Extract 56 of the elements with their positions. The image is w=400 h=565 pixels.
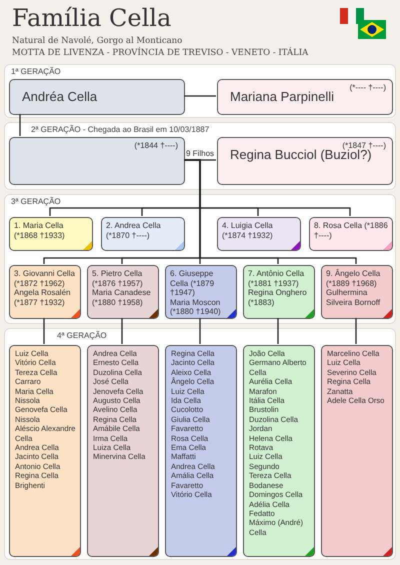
person-card [9,137,185,185]
generation-label: 1ª GERAÇÃO [11,67,61,76]
generation-label: 4ª GERAÇÃO [57,331,107,340]
person-card [87,265,159,319]
generation-label: 2ª GERAÇÃO - Chegada ao Brasil em 10/03/1887 [31,125,210,134]
generation-panel [4,194,396,324]
person-card [9,265,81,319]
subtitle-text: MOTTA DE LIVENZA - PROVÍNCIA DE TREVISO - VENETO - ITÁLIA [12,48,308,58]
generation-label: 3ª GERAÇÃO [11,197,61,206]
person-card [217,137,393,185]
dates-text: (*1844 †----) [134,141,178,150]
family-list-card [321,345,393,557]
title: Família Cella [12,4,172,32]
person-card [9,217,93,251]
family-list-card [243,345,315,557]
person-card [165,265,237,319]
person-text: 3. Giovanni Cella (*1872 †1962) [14,269,76,288]
person-card [101,217,185,251]
connector-line [355,318,357,344]
person-text: 4. Luigia Cella (*1874 †1932) [222,221,274,240]
connector-line [121,318,123,344]
person-card [217,79,393,115]
person-text: Maria Canadese (*1880 †1958) [92,288,152,307]
person-card [9,79,185,115]
person-text: 8. Rosa Cella (*1886 †----) [314,221,388,240]
person-text: Angela Rosalén (*1877 †1932) [14,288,72,307]
family-list-card [165,345,237,557]
connector-line [19,114,21,136]
connector-line [277,318,279,344]
name-text: Mariana Parpinelli [230,89,336,104]
name-text: Andréa Cella [22,89,98,104]
person-card [243,265,315,319]
person-text: 7. Antônio Cella (*1881 †1937) [248,269,306,288]
person-text: Gulhermina Silveira Bornoff [326,288,382,307]
person-text: 2. Andrea Cella (*1870 †----) [106,221,162,240]
subtitle-text: Natural de Navolé, Gorgo al Monticano [12,36,182,46]
person-text: 1. Maria Cella (*1868 †1933) [14,221,66,240]
person-card [321,265,393,319]
edge-label: 9 Filhos [185,149,216,158]
person-text: 5. Pietro Cella (*1876 †1957) [92,269,144,288]
person-text: 6. Giuseppe Cella (*1879 †1947) [170,269,216,298]
dates-text: (*---- †----) [350,83,386,92]
generation-panel [4,122,396,190]
family-list-card [9,345,81,557]
person-text: 9. Ângelo Cella (*1889 †1968) [326,269,382,288]
generation-panel [4,64,396,118]
dates-text: (*1847 †----) [342,141,386,150]
generation-panel [4,328,396,560]
person-card [217,217,301,251]
connector-line [184,95,216,97]
person-card [309,217,393,251]
connector-line [199,318,201,344]
connector-line [43,318,45,344]
person-text: Maria Moscon (*1880 †1940) [170,298,222,316]
person-text: Regina Onghero (*1883) [248,288,308,307]
family-list-card [87,345,159,557]
